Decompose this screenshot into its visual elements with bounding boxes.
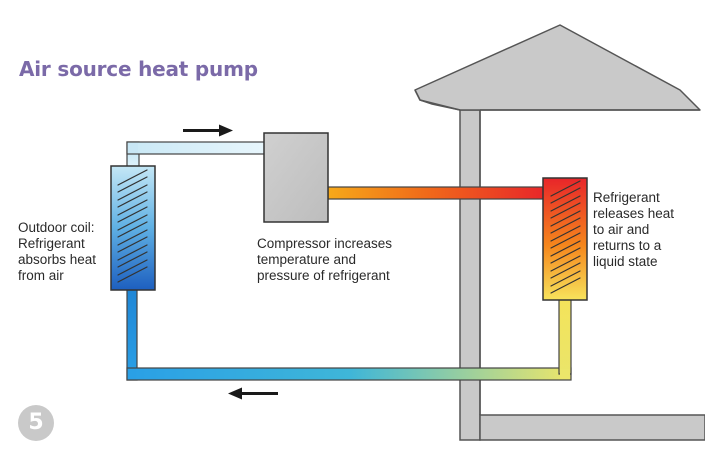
house-floor [479, 414, 705, 441]
step-number-badge: 5 [18, 405, 54, 441]
outdoor-coil [110, 165, 156, 291]
indoor-coil-label: Refrigerant releases heat to air and ret… [593, 190, 675, 269]
pipe-left-down [126, 287, 138, 381]
diagram-title: Air source heat pump [19, 57, 258, 81]
outdoor-coil-label: Outdoor coil: Refrigerant absorbs heat f… [18, 220, 97, 283]
house-roof [414, 24, 701, 111]
pipe-top [126, 141, 266, 155]
compressor-label: Compressor increases temperature and pre… [257, 236, 393, 283]
house-eave [414, 89, 461, 111]
flow-arrow-right [183, 124, 233, 137]
pipe-right-down [558, 297, 572, 375]
flow-arrow-left [228, 387, 278, 400]
pipe-bottom [126, 367, 572, 381]
pipe-hot [327, 186, 547, 200]
house-wall-outer [459, 109, 481, 441]
indoor-coil [542, 177, 588, 301]
compressor [263, 132, 329, 223]
